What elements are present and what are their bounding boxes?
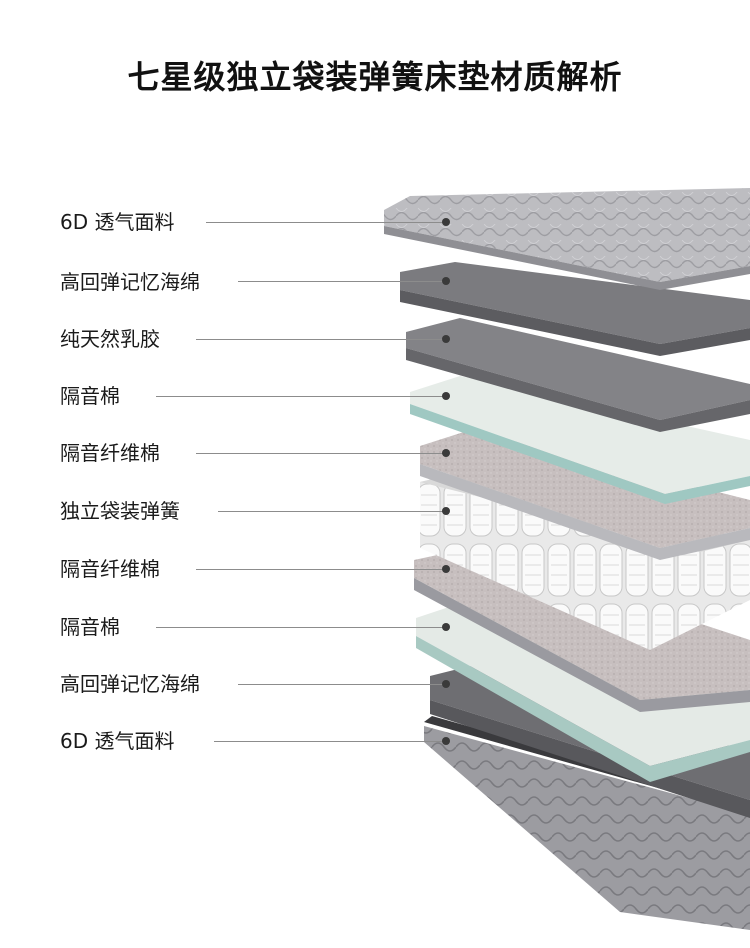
layer-label-5: 隔音纤维棉	[60, 441, 160, 465]
pointer-dot-10	[442, 737, 450, 745]
pointer-dot-7	[442, 565, 450, 573]
latex-layer	[406, 318, 750, 432]
pointer-dot-2	[442, 277, 450, 285]
pointer-dot-8	[442, 623, 450, 631]
layer-label-4: 隔音棉	[60, 384, 120, 408]
layer-label-9: 高回弹记忆海绵	[60, 672, 200, 696]
leader-line-1	[206, 222, 446, 223]
layer-label-1: 6D 透气面料	[60, 210, 175, 234]
layer-label-2: 高回弹记忆海绵	[60, 270, 200, 294]
leader-line-7	[196, 569, 446, 570]
layer-label-7: 隔音纤维棉	[60, 557, 160, 581]
leader-line-9	[238, 684, 446, 685]
pointer-dot-3	[442, 335, 450, 343]
pointer-dot-1	[442, 218, 450, 226]
pointer-dot-6	[442, 507, 450, 515]
leader-line-6	[218, 511, 446, 512]
pointer-dot-5	[442, 449, 450, 457]
layer-label-6: 独立袋装弹簧	[60, 499, 180, 523]
leader-line-8	[156, 627, 446, 628]
lower-fiber-layer	[414, 548, 750, 712]
pointer-dot-4	[442, 392, 450, 400]
pointer-dot-9	[442, 680, 450, 688]
memory-foam-layer	[400, 262, 750, 356]
layer-label-8: 隔音棉	[60, 615, 120, 639]
top-fabric-layer	[384, 188, 750, 290]
page-title: 七星级独立袋装弹簧床垫材质解析	[127, 58, 623, 96]
leader-line-2	[238, 281, 446, 282]
layer-label-3: 纯天然乳胶	[60, 327, 160, 351]
upper-cotton-layer	[410, 376, 750, 504]
upper-fiber-layer	[420, 430, 750, 560]
leader-line-3	[196, 339, 446, 340]
leader-line-10	[214, 741, 446, 742]
lower-cotton-layer	[416, 600, 750, 782]
leader-line-5	[196, 453, 446, 454]
leader-line-4	[156, 396, 446, 397]
layer-label-10: 6D 透气面料	[60, 729, 175, 753]
